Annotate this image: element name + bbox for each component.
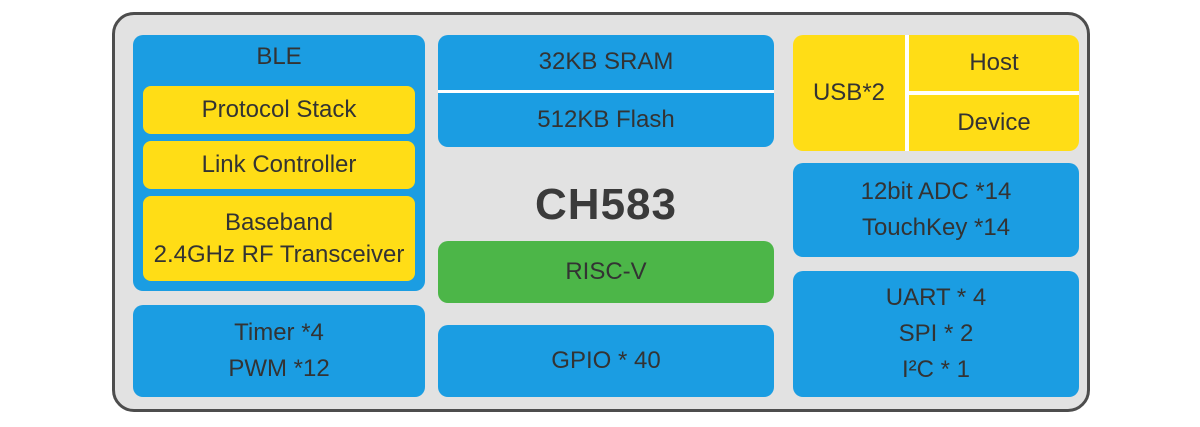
uart-label: UART * 4: [885, 284, 987, 311]
usb-label: USB*2: [812, 79, 886, 106]
sram-row: 32KB SRAM: [438, 35, 774, 90]
pwm-label: PWM *12: [228, 355, 330, 382]
usb-label-cell: USB*2: [793, 35, 905, 151]
chip-title: CH583: [535, 180, 677, 229]
ble-block: BLE Protocol Stack Link Controller Baseb…: [133, 35, 425, 291]
touchkey-label: TouchKey *14: [861, 214, 1011, 241]
usb-host-label: Host: [969, 49, 1019, 76]
usb-block: USB*2 Host Device: [793, 35, 1079, 151]
usb-device-label: Device: [957, 109, 1031, 136]
adc-touchkey-block: 12bit ADC *14 TouchKey *14: [793, 163, 1079, 257]
baseband-label: Baseband: [224, 208, 334, 236]
usb-horizontal-divider: [909, 91, 1079, 95]
riscv-core-block: RISC-V: [438, 241, 774, 303]
protocol-stack-block: Protocol Stack: [143, 86, 415, 134]
protocol-stack-label: Protocol Stack: [201, 96, 357, 123]
flash-row: 512KB Flash: [438, 93, 774, 148]
flash-label: 512KB Flash: [537, 105, 675, 133]
usb-modes-cell: Host Device: [909, 35, 1079, 151]
usb-host-cell: Host: [909, 35, 1079, 91]
rf-transceiver-label: 2.4GHz RF Transceiver: [153, 240, 405, 268]
spi-label: SPI * 2: [898, 320, 974, 347]
memory-block: 32KB SRAM 512KB Flash: [438, 35, 774, 147]
timer-pwm-block: Timer *4 PWM *12: [133, 305, 425, 397]
usb-vertical-divider: [905, 35, 909, 151]
i2c-label: I²C * 1: [901, 356, 970, 383]
link-controller-label: Link Controller: [201, 151, 357, 178]
gpio-label: GPIO * 40: [551, 347, 661, 374]
serial-interfaces-block: UART * 4 SPI * 2 I²C * 1: [793, 271, 1079, 397]
riscv-label: RISC-V: [565, 258, 647, 285]
memory-divider: [438, 89, 774, 93]
baseband-rf-block: Baseband 2.4GHz RF Transceiver: [143, 196, 415, 281]
gpio-block: GPIO * 40: [438, 325, 774, 397]
timer-label: Timer *4: [234, 319, 324, 346]
adc-label: 12bit ADC *14: [860, 178, 1012, 205]
link-controller-block: Link Controller: [143, 141, 415, 189]
sram-label: 32KB SRAM: [538, 48, 674, 76]
chip-block-diagram-panel: BLE Protocol Stack Link Controller Baseb…: [112, 12, 1090, 412]
ble-title: BLE: [256, 43, 302, 70]
usb-device-cell: Device: [909, 95, 1079, 151]
